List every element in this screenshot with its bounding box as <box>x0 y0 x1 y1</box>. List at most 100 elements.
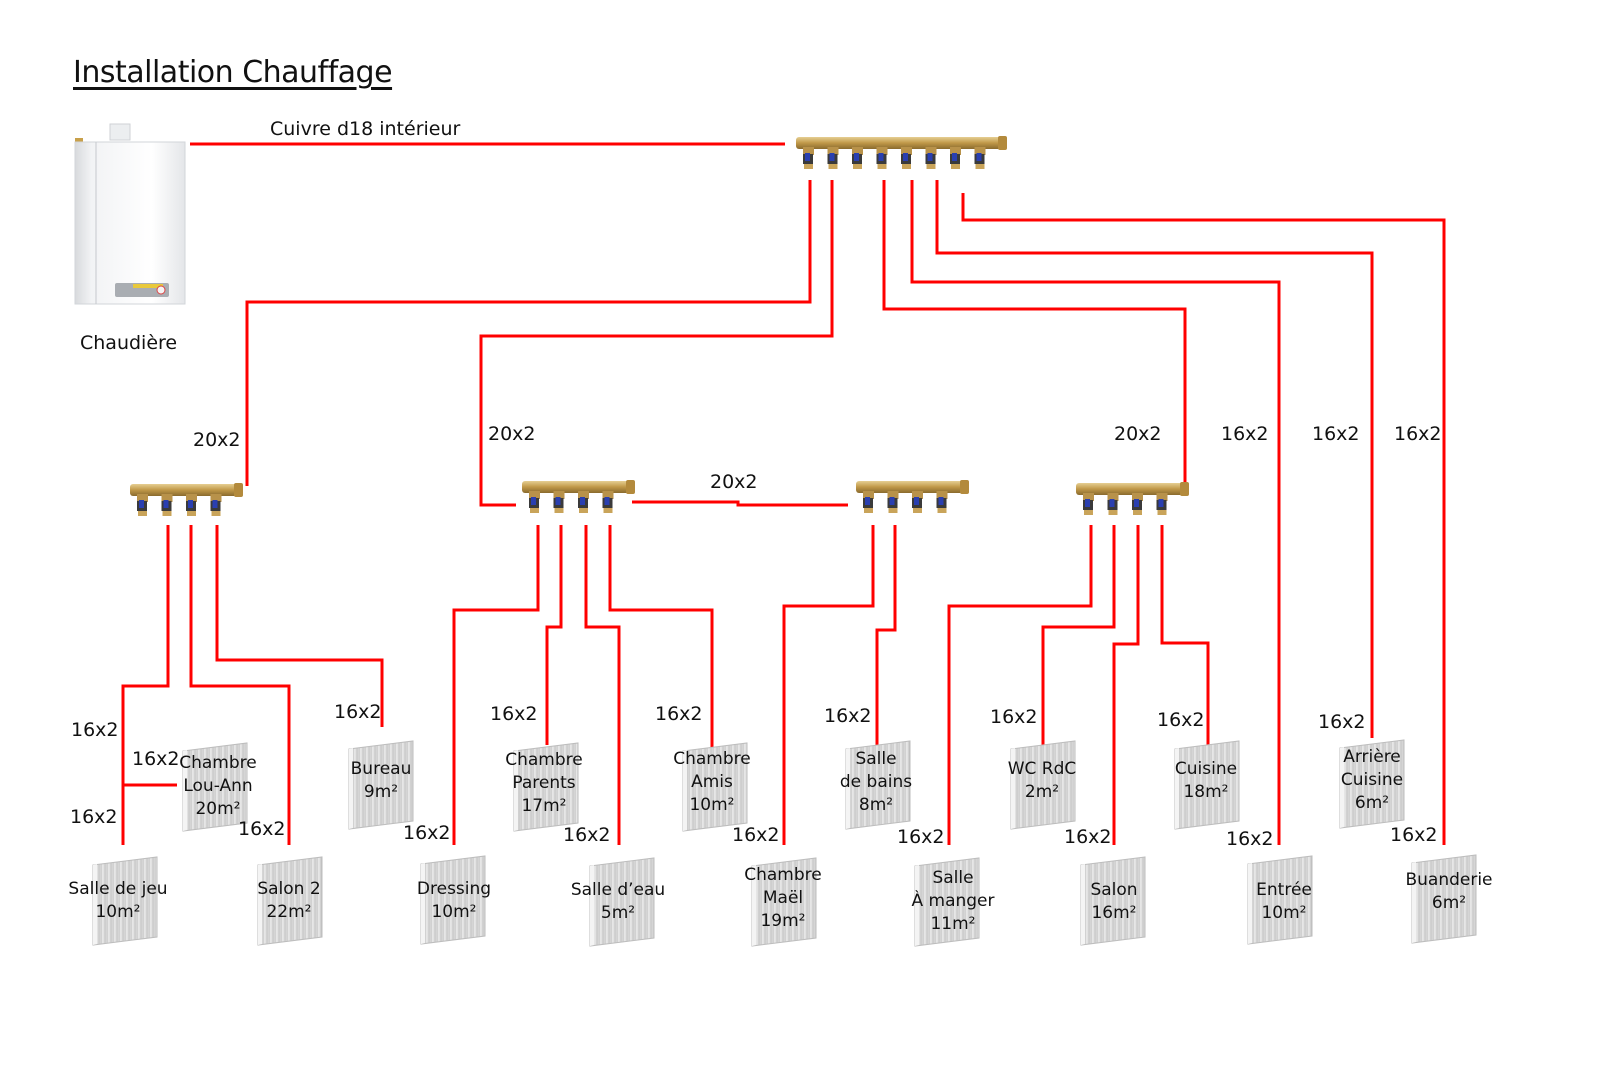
manifold-bar <box>1076 483 1188 495</box>
manifold-nipple <box>804 164 813 169</box>
manifold-end-cap <box>234 483 243 497</box>
manifold-outlet <box>950 147 961 155</box>
branch-salon <box>1112 525 1140 845</box>
direct-pipe-buanderie <box>961 193 1446 845</box>
branch-salle-de-jeu <box>121 525 170 845</box>
valve-handle-icon <box>188 500 193 508</box>
valve-handle-icon <box>805 153 810 161</box>
radiator-edge <box>183 750 187 831</box>
valve-handle-icon <box>952 153 957 161</box>
manifold-outlet <box>1156 493 1168 501</box>
room-area: 16m² <box>1091 903 1137 923</box>
radiator-edge <box>1011 748 1015 829</box>
branch-bureau <box>215 525 384 727</box>
pipe-size-label-chambre-amis: 16x2 <box>655 703 703 725</box>
manifold-nipple <box>138 511 147 516</box>
manifold-nipple <box>877 164 887 169</box>
manifold-outlet <box>901 147 912 155</box>
pipe-size-label-chambre-lou-ann: 16x2 <box>132 748 180 770</box>
room-area: 18m² <box>1183 782 1229 802</box>
manifold-nipple <box>211 511 221 516</box>
radiator-edge <box>93 864 97 945</box>
pipe-size-label-buanderie: 16x2 <box>1390 824 1438 846</box>
manifold-nipple <box>554 508 564 513</box>
room-name-line: Chambre <box>744 865 822 885</box>
radiator-icon-salon-2 <box>257 856 323 946</box>
feed-label-d: 20x2 <box>1114 423 1162 445</box>
room-area: 5m² <box>600 903 636 923</box>
valve-handle-icon <box>555 497 561 505</box>
manifold-nipple <box>530 508 539 513</box>
radiator-edge <box>421 863 425 944</box>
manifold-nipple <box>888 508 898 513</box>
valve-handle-icon <box>1109 499 1115 507</box>
pipe-size-label-chambre-mael: 16x2 <box>732 824 780 846</box>
valve-handle-icon <box>139 500 144 508</box>
room-name-line: de bains <box>839 772 913 792</box>
room-name-line: Dressing <box>416 879 492 899</box>
radiator-edge <box>514 750 518 831</box>
room-name-line: Salon 2 <box>257 879 321 899</box>
room-name-line: Cuisine <box>1340 770 1404 790</box>
room-area: 19m² <box>760 911 806 931</box>
manifold-outlet <box>852 147 863 155</box>
valve-handle-icon <box>914 497 919 505</box>
room-name-line: Parents <box>512 773 576 793</box>
manifold-outlet <box>1107 493 1119 501</box>
feed-pipe-b <box>479 180 834 507</box>
radiator-icon-buanderie <box>1411 854 1477 944</box>
valve-handle-icon <box>1085 499 1090 507</box>
room-name-line: WC RdC <box>1007 759 1077 779</box>
manifold-nipple <box>864 508 873 513</box>
pipe-size-label-salle-d-eau: 16x2 <box>563 824 611 846</box>
pipe-size-label-salle-a-manger: 16x2 <box>897 826 945 848</box>
direct-line-label-2: 16x2 <box>1312 423 1360 445</box>
valve-handle-icon <box>889 497 895 505</box>
room-area: 10m² <box>95 902 141 922</box>
radiator-icon-bureau <box>348 740 414 830</box>
pipe-size-label-entree: 16x2 <box>1226 828 1274 850</box>
radiator-icon-salle-de-jeu <box>92 856 158 946</box>
direct-line-label-3: 16x2 <box>1394 423 1442 445</box>
room-name-line: Salle de jeu <box>68 879 168 899</box>
radiator-icon-chambre-lou-ann <box>182 742 248 832</box>
manifold-b-icon <box>522 480 635 513</box>
room-name-line: Amis <box>691 772 733 792</box>
manifold-a-icon <box>130 483 243 516</box>
branch-cuisine <box>1160 525 1210 747</box>
radiator-icon-dressing <box>420 855 486 945</box>
room-name-line: Maël <box>762 888 804 908</box>
manifold-nipple <box>187 511 196 516</box>
room-area: 6m² <box>1431 893 1467 913</box>
room-name-line: Salle <box>932 868 974 888</box>
pipe-size-label-chambre-parents: 16x2 <box>490 703 538 725</box>
valve-handle-icon <box>163 500 169 508</box>
radiator-icon-salon <box>1080 856 1146 946</box>
room-name-line: Chambre <box>505 750 583 770</box>
branch-salon-2 <box>189 525 291 845</box>
room-area: 10m² <box>689 795 735 815</box>
room-area: 6m² <box>1354 793 1390 813</box>
radiator-icon-entree <box>1247 855 1313 945</box>
radiator-icon-salle-de-bains <box>845 740 911 830</box>
radiator-icon-salle-a-manger <box>914 857 980 947</box>
pipe-size-label-bureau: 16x2 <box>334 701 382 723</box>
radiator-edge <box>683 750 687 831</box>
manifold-end-cap <box>960 480 969 494</box>
pipe-size-label-cuisine: 16x2 <box>1157 709 1205 731</box>
manifold-nipple <box>162 511 172 516</box>
boiler-body <box>74 141 186 305</box>
radiator-icon-wc-rdc <box>1010 740 1076 830</box>
manifold-outlet <box>1083 493 1094 501</box>
manifold-outlet <box>161 494 173 502</box>
feed-pipe-d <box>882 180 1187 486</box>
radiator-edge <box>915 865 919 946</box>
pipe-size-label-salle-de-jeu: 16x2 <box>70 806 118 828</box>
valve-handle-icon <box>976 153 982 161</box>
